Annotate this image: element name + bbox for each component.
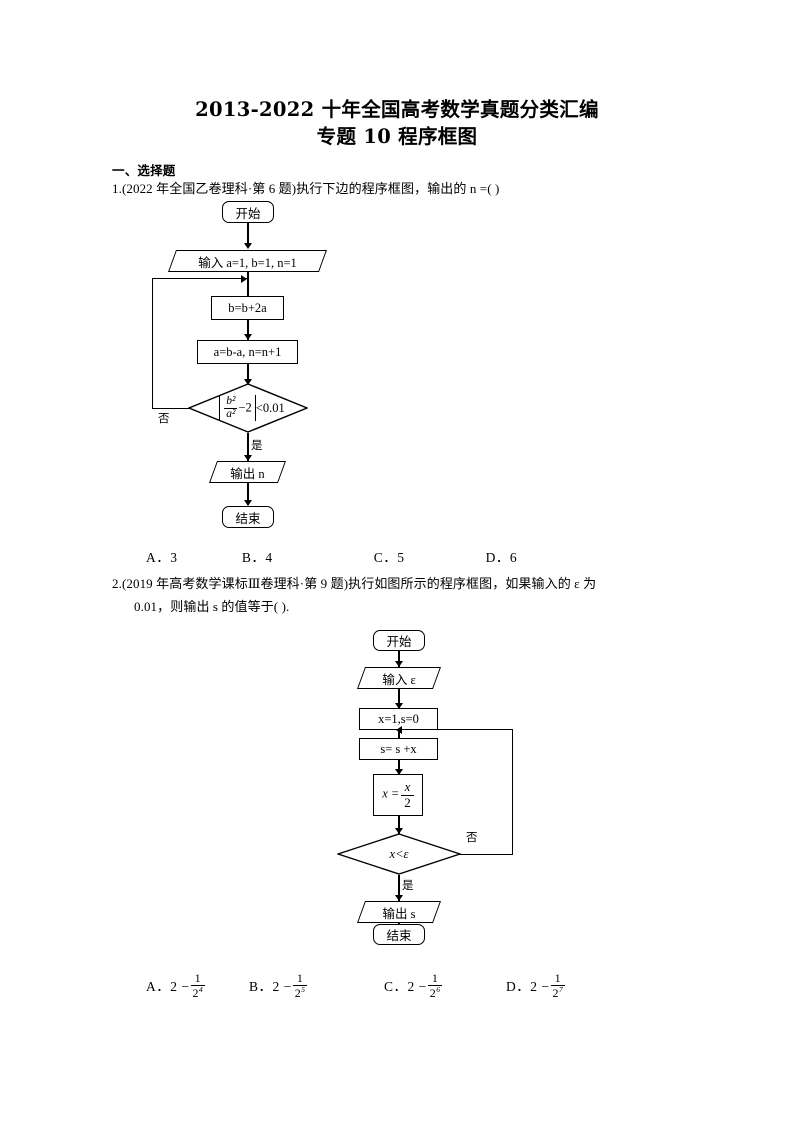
flow1-arrow-5: [244, 455, 252, 461]
flow1-no-branch-vertical: [152, 278, 154, 408]
flow2-no-label: 否: [466, 832, 478, 844]
flow2-no-branch-vertical: [511, 729, 513, 854]
flow1-process-2-node: a=b-a, n=n+1: [197, 340, 298, 364]
flow2-edge-decision-to-output: [398, 875, 400, 901]
flow1-decision-minus: −2: [238, 399, 252, 414]
flow2-start-node: 开始: [373, 630, 425, 651]
flow1-decision-shape: [188, 383, 308, 433]
question-1-options: A．3 B．4 C．5 D．6: [146, 546, 517, 566]
flow1-start-node: 开始: [222, 201, 274, 223]
flow2-start-label: 开始: [386, 635, 412, 649]
flow1-no-branch-horizontal-lower: [152, 407, 190, 409]
flow2-edge-p3-to-decision: [398, 816, 400, 834]
flow2-no-branch-arrow: [396, 725, 402, 734]
title-line-2: 专题 10 程序框图: [316, 125, 478, 148]
flow2-no-branch-horizontal-upper: [400, 729, 513, 731]
flow2-edge-input-to-p1: [398, 689, 400, 709]
question-1-option-d[interactable]: D．6: [485, 550, 518, 565]
flow2-arrow-2: [395, 703, 403, 709]
flow2-arrow-4: [395, 769, 403, 775]
flow1-end-node: 结束: [222, 506, 274, 528]
flow1-edge-start-to-input: [247, 223, 249, 245]
question-1-option-a[interactable]: A．3: [146, 550, 178, 565]
flow1-no-label: 否: [158, 413, 170, 425]
flow1-process-2-label: a=b-a, n=n+1: [213, 344, 282, 359]
question-2-stem-line-1: 2.(2019 年高考数学课标Ⅲ卷理科·第 9 题)执行如图所示的程序框图，如果…: [112, 573, 596, 594]
flow1-arrow-4: [244, 379, 252, 385]
flow2-process-2-node: s= s +x: [359, 738, 438, 760]
flow1-edge-p1-to-p2: [247, 320, 249, 340]
flow2-process-1-node: x=1,s=0: [359, 708, 438, 730]
flow2-no-branch-horizontal-lower: [459, 853, 513, 855]
flow2-decision-shape: [337, 833, 461, 875]
flow1-decision-compare: <0.01: [255, 400, 285, 415]
flow1-edge-p2-to-decision: [247, 364, 249, 386]
flow2-process-2-label: s= s +x: [380, 741, 417, 756]
flow2-input-label: 输入 ε: [382, 672, 416, 687]
question-2-stem-line-2: 0.01，则输出 s 的值等于( ).: [134, 599, 290, 614]
section-heading-multiple-choice: 一、选择题: [112, 163, 176, 178]
flow2-edge-p1-to-p2: [398, 730, 400, 745]
flow1-start-label: 开始: [235, 206, 261, 221]
question-1-option-b[interactable]: B．4: [241, 550, 273, 565]
flow1-edge-output-to-end: [247, 483, 249, 505]
question-2-text-1: (2019 年高考数学课标Ⅲ卷理科·第 9 题)执行如图所示的程序框图，如果输入…: [121, 576, 597, 591]
page-title: 2013-2022 十年全国高考数学真题分类汇编 专题 10 程序框图: [0, 96, 794, 150]
question-1-text: (2022 年全国乙卷理科·第 6 题)执行下边的程序框图，输出的 n =( ): [121, 181, 500, 196]
flow2-arrow-5: [395, 828, 403, 834]
flow1-arrow-6: [244, 500, 252, 506]
flow2-decision-label: x<ε: [389, 846, 409, 861]
flow2-arrow-6: [395, 895, 403, 901]
flow2-edge-start-to-input: [398, 651, 400, 667]
flow2-arrow-1: [395, 661, 403, 667]
flow1-process-1-node: b=b+2a: [211, 296, 284, 320]
flow1-no-branch-horizontal-upper: [152, 278, 247, 280]
flow1-edge-input-to-p1: [247, 272, 249, 300]
flow1-end-label: 结束: [235, 511, 261, 526]
flow2-output-label: 输出 s: [382, 906, 416, 921]
flow2-process-1-label: x=1,s=0: [378, 711, 419, 726]
flow1-arrow-3: [244, 334, 252, 340]
flow2-yes-label: 是: [402, 880, 414, 892]
flow1-input-label: 输入 a=1, b=1, n=1: [198, 255, 297, 270]
flow2-end-label: 结束: [386, 929, 412, 943]
question-2-number: 2.: [112, 576, 122, 591]
flow1-edge-decision-to-output: [247, 433, 249, 461]
flow2-edge-p2-to-p3: [398, 760, 400, 775]
question-1-number: 1.: [112, 181, 122, 196]
flow1-output-label: 输出 n: [230, 466, 265, 481]
flow1-yes-label: 是: [251, 440, 263, 452]
flow1-process-1-label: b=b+2a: [228, 300, 267, 315]
flow1-no-branch-arrow: [241, 274, 247, 283]
flow1-arrow-1: [244, 243, 252, 249]
title-line-1: 2013-2022 十年全国高考数学真题分类汇编: [195, 98, 599, 121]
flow2-end-node: 结束: [373, 924, 425, 945]
question-1-option-c[interactable]: C．5: [373, 550, 405, 565]
question-1-stem: 1.(2022 年全国乙卷理科·第 6 题)执行下边的程序框图，输出的 n =(…: [112, 178, 499, 199]
